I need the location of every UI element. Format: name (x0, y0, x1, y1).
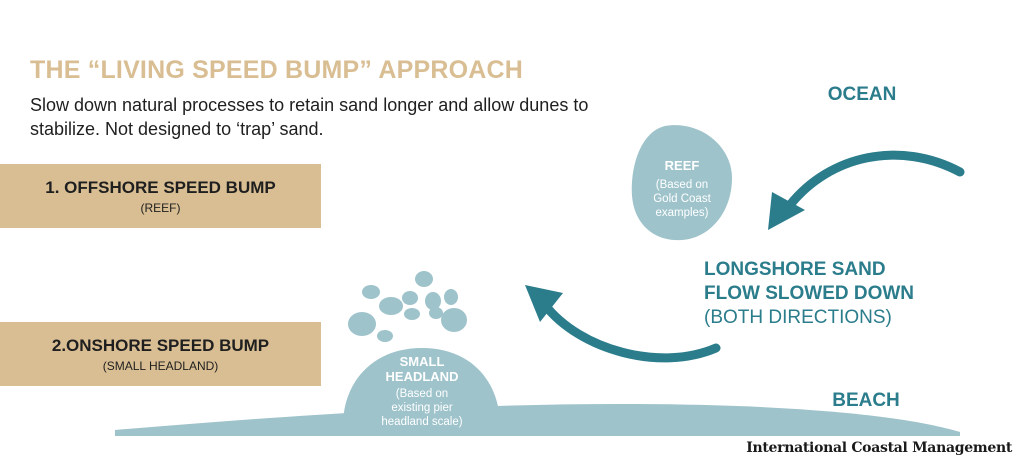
reef-shape (631, 125, 732, 241)
headland-note-line2: existing pier (391, 402, 453, 414)
page-title: THE “LIVING SPEED BUMP” APPROACH (30, 56, 524, 84)
reef-note-line1: (Based on (656, 179, 708, 191)
arrow-head-upper-icon (768, 192, 805, 230)
headland-label-line1: SMALL (400, 354, 445, 369)
longshore-arrow-upper (785, 150, 965, 210)
arrow-head-lower-icon (525, 285, 563, 322)
headland-label-line2: HEADLAND (386, 369, 459, 384)
flow-line3: (BOTH DIRECTIONS) (704, 307, 892, 328)
headland-rocks (348, 271, 467, 342)
headland-dome (343, 348, 500, 425)
headland-note-line3: headland scale) (381, 416, 462, 428)
onshore-speed-bump-box: 2.ONSHORE SPEED BUMP (SMALL HEADLAND) (0, 322, 321, 386)
flow-line1: LONGSHORE SAND (704, 259, 886, 280)
reef-note-line2: Gold Coast (653, 193, 711, 205)
offshore-speed-bump-box: 1. OFFSHORE SPEED BUMP (REEF) (0, 164, 321, 228)
reef-note-line3: examples) (655, 207, 708, 219)
offshore-speed-bump-title: 1. OFFSHORE SPEED BUMP (45, 177, 276, 197)
headland-note-line1: (Based on (396, 388, 448, 400)
offshore-speed-bump-subtitle: (REEF) (140, 200, 181, 215)
subtitle: Slow down natural processes to retain sa… (30, 95, 589, 139)
flow-line2: FLOW SLOWED DOWN (704, 283, 915, 304)
credit-text: International Coastal Management (746, 440, 1012, 456)
reef-label: REEF (665, 158, 700, 173)
ocean-label: OCEAN (828, 84, 897, 105)
longshore-flow-label: LONGSHORE SAND FLOW SLOWED DOWN (BOTH DI… (704, 258, 1004, 330)
beach-label: BEACH (832, 390, 900, 411)
onshore-speed-bump-subtitle: (SMALL HEADLAND) (102, 358, 219, 373)
onshore-speed-bump-title: 2.ONSHORE SPEED BUMP (51, 335, 270, 355)
longshore-arrow-lower (540, 300, 721, 363)
beach-shape (115, 404, 960, 436)
